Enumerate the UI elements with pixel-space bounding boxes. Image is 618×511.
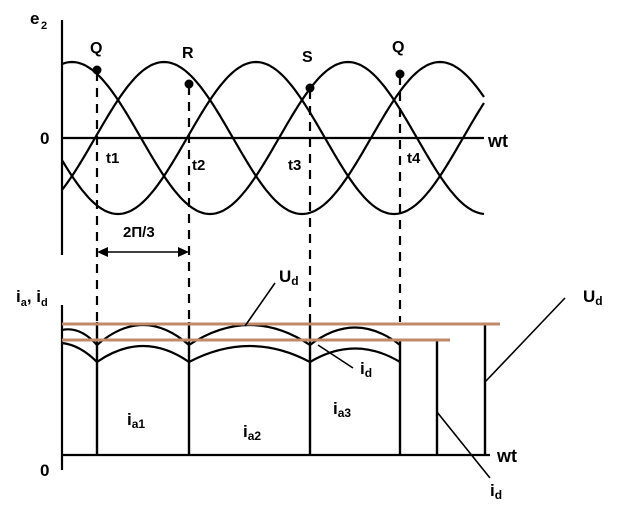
time-label-t1: t1 xyxy=(106,150,119,167)
point-label-s: S xyxy=(302,49,313,66)
current-label-ia2: ia2 xyxy=(243,422,261,443)
bottom-y-axis-label: ia, id xyxy=(16,287,48,309)
time-label-t3: t3 xyxy=(288,157,301,174)
ripple-lower-2 xyxy=(188,344,311,363)
ripple-upper-0 xyxy=(61,328,98,346)
id-label-bottom: id xyxy=(490,481,502,502)
id-label-mid: id xyxy=(360,359,372,380)
interval-arrow-right-head xyxy=(178,247,189,257)
interval-label: 2Π/3 xyxy=(123,224,155,241)
point-label-r: R xyxy=(182,45,194,62)
point-label-q1: Q xyxy=(90,40,102,57)
phase-voltage-curves xyxy=(61,60,485,216)
point-q1-dot xyxy=(92,65,102,75)
ripple-upper-1 xyxy=(96,324,190,346)
point-q2-dot xyxy=(395,69,405,79)
phase-a-curve xyxy=(61,60,485,216)
ripple-upper-2 xyxy=(188,323,311,346)
ud-label-right: Ud xyxy=(583,287,603,308)
phase-b-curve xyxy=(61,60,485,216)
current-label-ia1: ia1 xyxy=(127,410,145,431)
point-r-dot xyxy=(184,79,194,89)
top-y-axis-sub: 2 xyxy=(41,20,47,32)
point-label-q2: Q xyxy=(392,39,404,56)
id-mid-leader xyxy=(317,344,354,369)
ripple-lower-3 xyxy=(309,347,401,363)
top-y-axis-label: e xyxy=(30,9,39,28)
interval-arrow-left-head xyxy=(97,247,108,257)
ripple-upper-3 xyxy=(309,326,401,346)
bottom-x-axis-label: wt xyxy=(496,446,517,466)
point-s-dot xyxy=(305,83,315,93)
ripple-lower-1 xyxy=(96,345,190,363)
ripple-lower-0 xyxy=(61,341,98,363)
bottom-origin-label: 0 xyxy=(40,461,49,480)
ud-label: Ud xyxy=(279,267,299,288)
current-label-ia3: ia3 xyxy=(333,399,351,420)
time-label-t4: t4 xyxy=(407,150,421,167)
ud-leader xyxy=(244,282,276,327)
ud-right-leader xyxy=(484,297,566,383)
phase-c-curve xyxy=(61,60,485,216)
id-bottom-leader xyxy=(436,411,491,479)
top-x-axis-label: wt xyxy=(487,131,508,151)
time-label-t2: t2 xyxy=(192,157,205,174)
top-origin-label: 0 xyxy=(40,129,49,148)
